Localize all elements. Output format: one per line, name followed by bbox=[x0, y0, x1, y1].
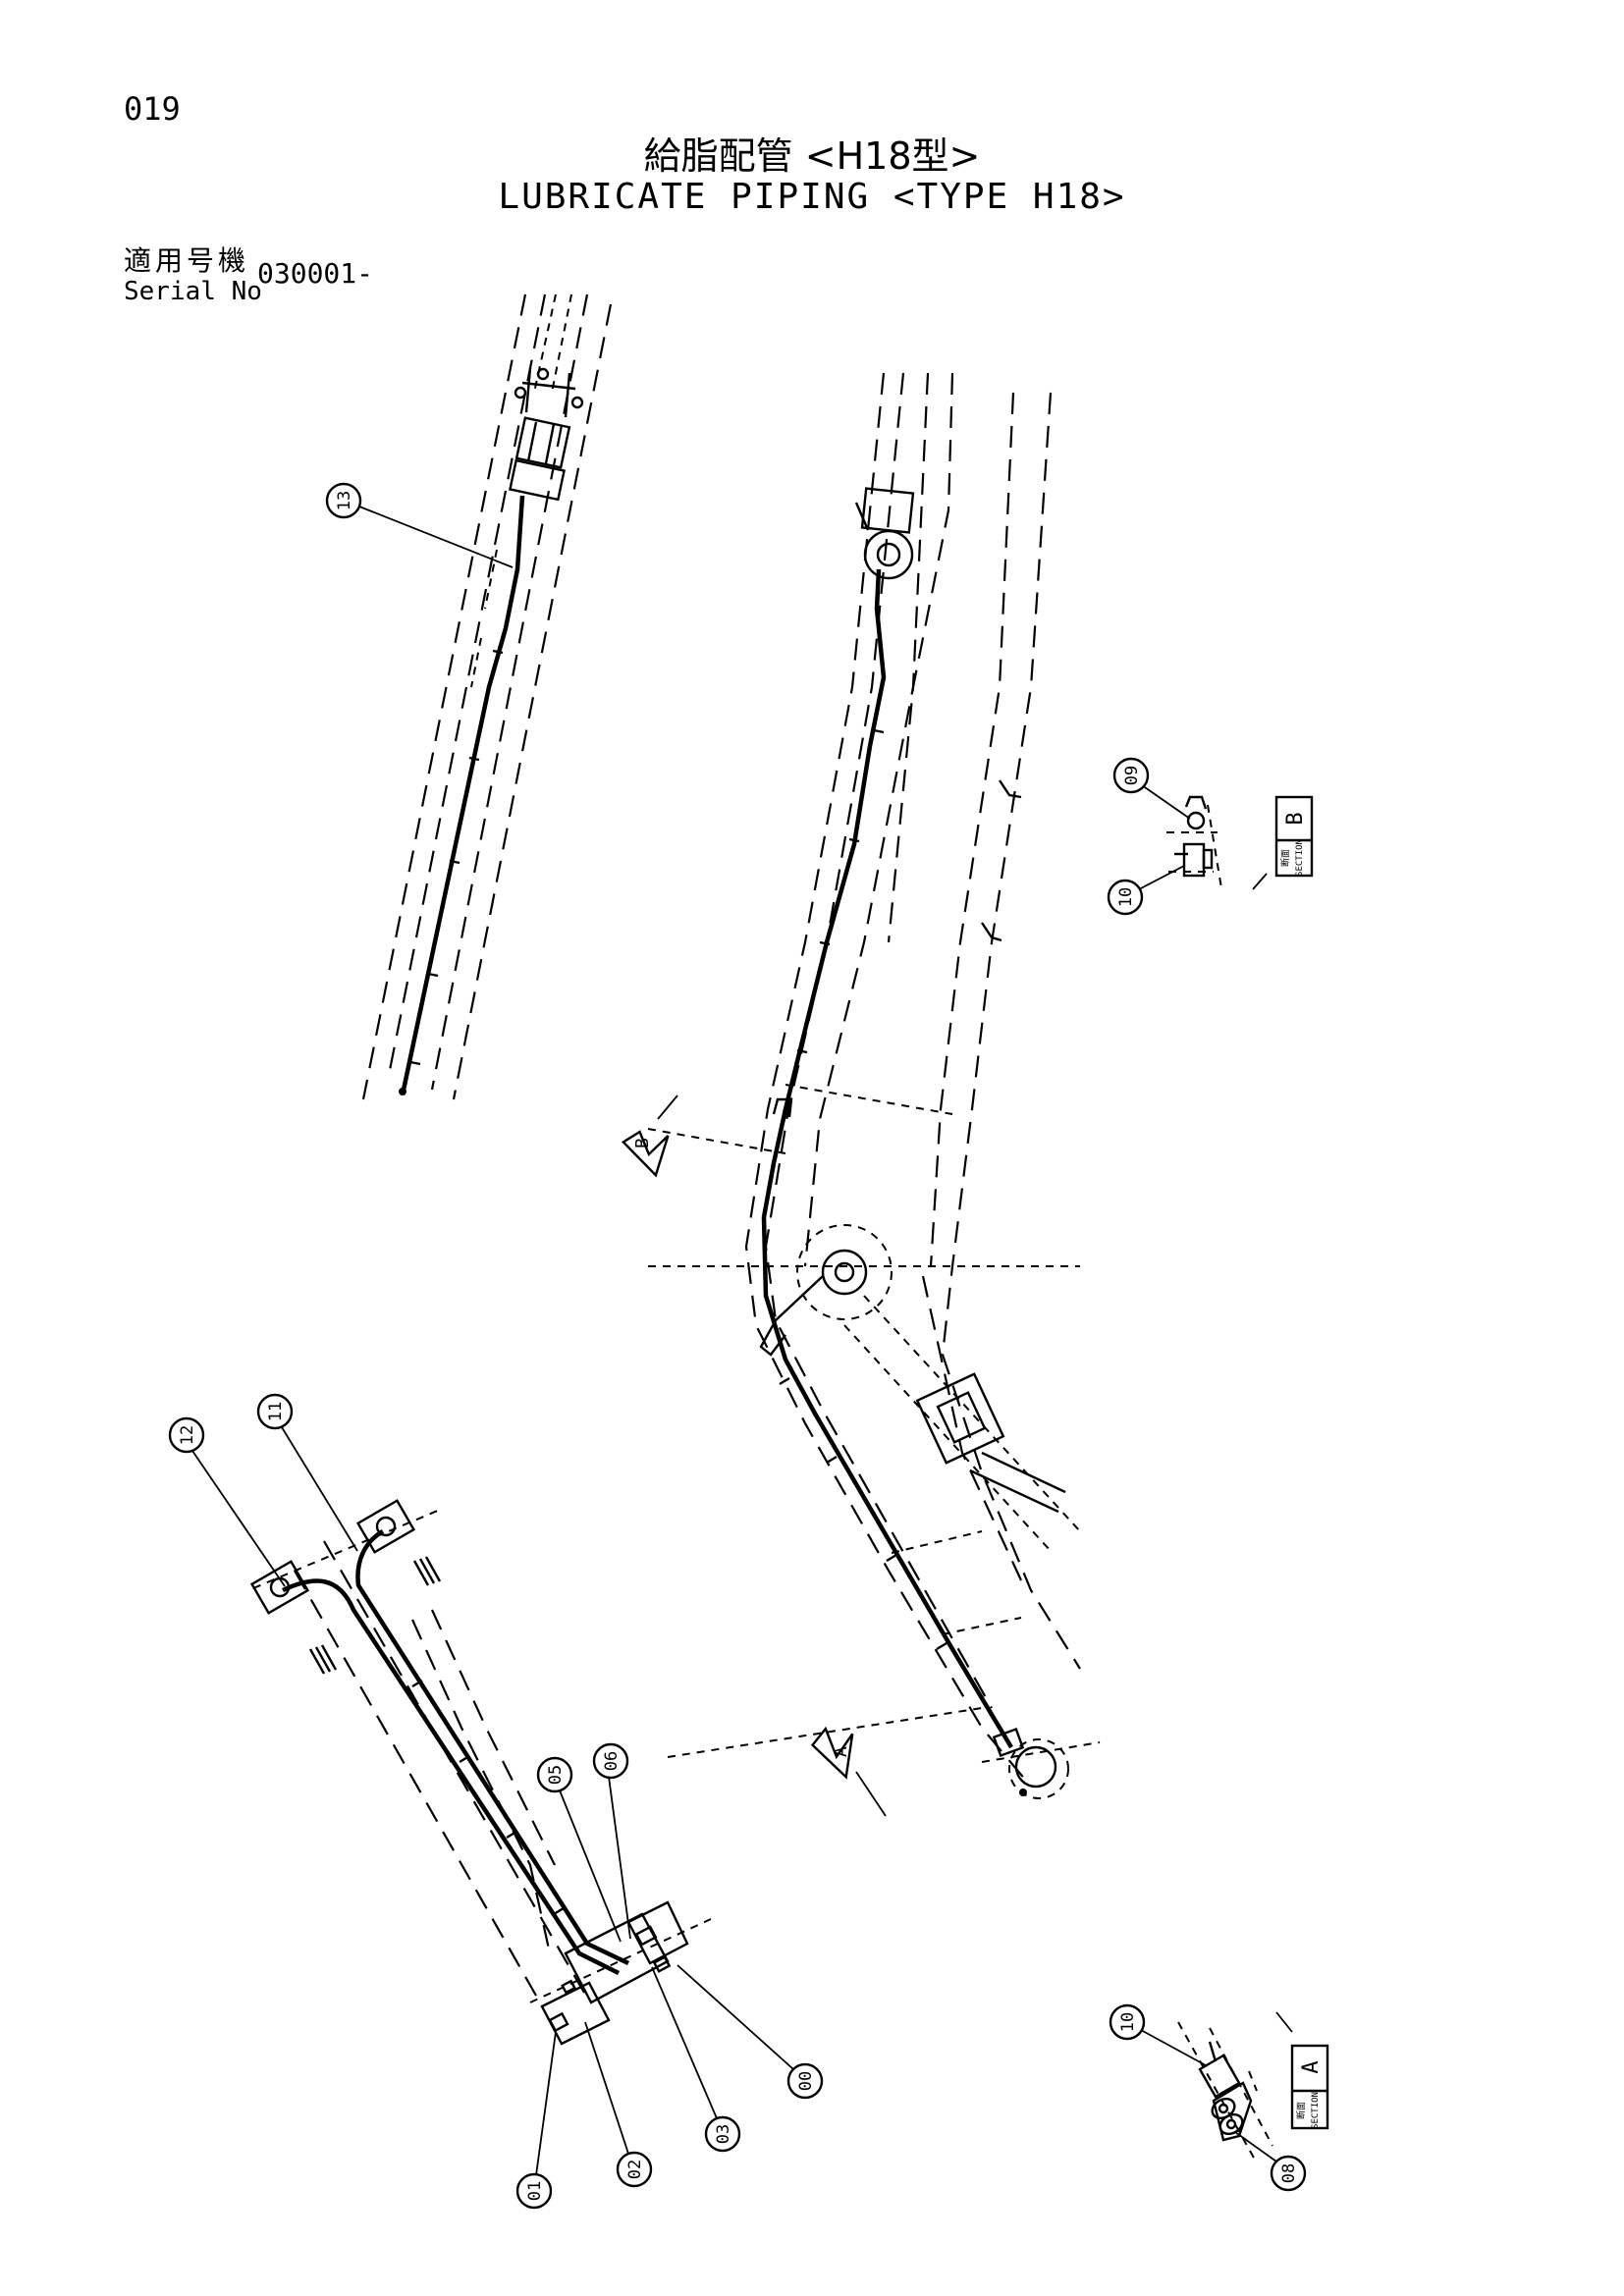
section-a-letter: A bbox=[1299, 2060, 1324, 2073]
balloon-12-label: 12 bbox=[178, 1425, 197, 1445]
leader-08 bbox=[1234, 2131, 1277, 2163]
section-b-letter: B bbox=[1283, 812, 1308, 825]
leader-02 bbox=[584, 2021, 629, 2155]
balloon-08 bbox=[1270, 2155, 1307, 2192]
balloon-13-label: 13 bbox=[335, 491, 354, 510]
serial-label-english: Serial No bbox=[124, 277, 262, 306]
leader-01 bbox=[535, 2031, 557, 2176]
section-b-caption-text: SECTION bbox=[1295, 839, 1305, 877]
leader-00 bbox=[677, 1964, 794, 2070]
balloon-03-label: 03 bbox=[714, 2124, 733, 2144]
serial-label-japanese: 適用号機 bbox=[124, 244, 250, 277]
title-english: LUBRICATE PIPING <TYPE H18> bbox=[498, 177, 1126, 217]
balloon-05-label: 05 bbox=[546, 1765, 566, 1785]
section-arrow-a-letter: A bbox=[831, 1746, 851, 1757]
arm-pipe-view bbox=[361, 294, 613, 1100]
leader-10-b bbox=[1138, 865, 1185, 890]
balloon-00 bbox=[786, 2062, 824, 2100]
leader-09 bbox=[1141, 784, 1191, 820]
leader-13 bbox=[358, 506, 514, 568]
balloon-06 bbox=[592, 1742, 629, 1780]
section-b-caption: B SECTION 断面 bbox=[1274, 795, 1314, 878]
leader-12 bbox=[191, 1450, 286, 1587]
balloon-00-label: 00 bbox=[796, 2071, 816, 2091]
page-number: 019 bbox=[124, 90, 181, 128]
leader-06 bbox=[608, 1776, 631, 1940]
serial-number-value: 030001- bbox=[257, 257, 374, 290]
boom-view bbox=[647, 372, 1101, 1799]
balloon-01-label: 01 bbox=[525, 2181, 545, 2201]
section-b-detail bbox=[1166, 795, 1268, 890]
balloon-13 bbox=[325, 482, 362, 519]
balloon-11-label: 11 bbox=[266, 1402, 286, 1421]
balloon-02 bbox=[616, 2151, 653, 2188]
leader-03 bbox=[651, 1966, 718, 2119]
balloon-03 bbox=[704, 2115, 741, 2153]
leader-10-a bbox=[1140, 2029, 1207, 2066]
section-a-detail bbox=[1177, 2011, 1293, 2161]
leader-05 bbox=[559, 1789, 622, 1943]
section-a-caption: A SECTION 断面 bbox=[1290, 2044, 1329, 2130]
balloon-01 bbox=[515, 2172, 553, 2210]
balloon-05 bbox=[536, 1756, 573, 1793]
balloon-10-a-label: 10 bbox=[1118, 2012, 1138, 2032]
leader-11 bbox=[281, 1426, 358, 1552]
section-a-jp-text: 断面 bbox=[1295, 2102, 1307, 2119]
balloon-11 bbox=[256, 1393, 294, 1430]
balloon-10-a bbox=[1109, 2003, 1146, 2041]
balloon-02-label: 02 bbox=[625, 2160, 645, 2179]
balloon-10-b-label: 10 bbox=[1116, 887, 1136, 907]
balloon-06-label: 06 bbox=[602, 1751, 622, 1771]
balloon-12 bbox=[168, 1416, 205, 1454]
balloon-09-label: 09 bbox=[1122, 766, 1142, 785]
arm-end-view bbox=[249, 1499, 712, 2046]
section-arrow-a: A bbox=[810, 1726, 887, 1817]
title-japanese: 給脂配管 <H18型> bbox=[643, 134, 981, 178]
section-a-caption-text: SECTION bbox=[1311, 2092, 1321, 2129]
section-arrow-b-letter: B bbox=[632, 1138, 653, 1148]
balloon-08-label: 08 bbox=[1279, 2163, 1299, 2183]
section-b-jp-text: 断面 bbox=[1279, 849, 1291, 867]
balloon-10-b bbox=[1107, 879, 1144, 916]
balloon-09 bbox=[1112, 757, 1150, 794]
section-arrow-b: B bbox=[621, 1095, 678, 1178]
